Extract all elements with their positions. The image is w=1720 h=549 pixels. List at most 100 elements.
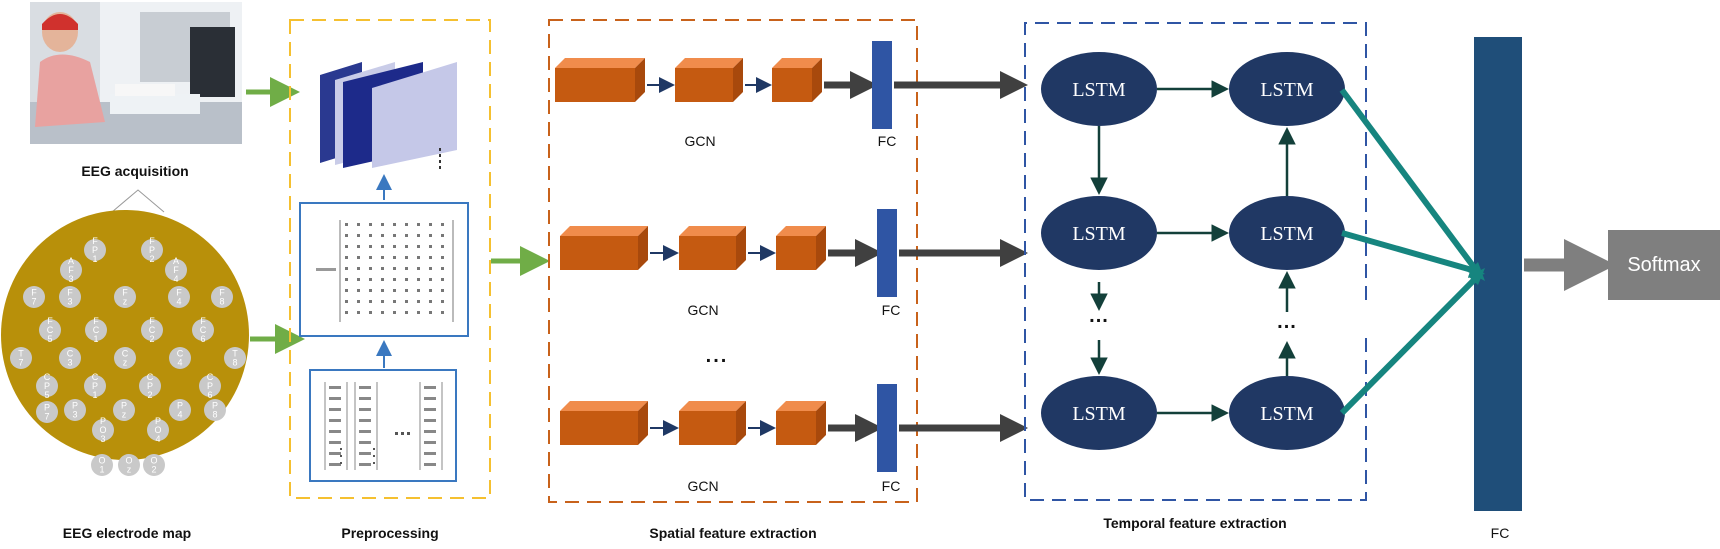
electrode: FP1 xyxy=(84,236,106,264)
gcn-label-2: GCN xyxy=(687,302,719,318)
svg-text:T: T xyxy=(232,349,238,359)
electrode-map: FP1FP2AF3AF4F7F3FzF4F8FC5FC1FC2FC6T7C3Cz… xyxy=(1,189,249,476)
gcn-block xyxy=(560,226,648,270)
svg-text:8: 8 xyxy=(219,297,224,307)
lstm-node: LSTM xyxy=(1229,196,1345,270)
gcn-block xyxy=(776,226,826,270)
svg-text:F: F xyxy=(67,288,73,298)
electrode: Fz xyxy=(114,286,136,308)
segment-glyphs xyxy=(324,382,443,470)
electrode: Oz xyxy=(118,454,140,476)
svg-text:1: 1 xyxy=(93,334,98,344)
svg-text:LSTM: LSTM xyxy=(1072,403,1126,425)
gcn-label-3: GCN xyxy=(687,478,719,494)
svg-text:C: C xyxy=(92,372,99,382)
svg-text:P: P xyxy=(155,416,161,426)
svg-text:7: 7 xyxy=(44,412,49,422)
feature-map-stack xyxy=(320,62,457,172)
svg-text:O: O xyxy=(150,456,157,466)
lstm-ellipsis: ... xyxy=(1277,311,1297,333)
svg-text:P: P xyxy=(100,416,106,426)
svg-text:F: F xyxy=(149,236,155,246)
electrode: Pz xyxy=(113,399,135,421)
gcn-block xyxy=(772,58,822,102)
electrode: C4 xyxy=(169,347,191,369)
svg-text:7: 7 xyxy=(31,297,36,307)
electrode: F7 xyxy=(23,286,45,308)
svg-text:4: 4 xyxy=(155,434,160,444)
svg-text:8: 8 xyxy=(232,358,237,368)
lstm-node: LSTM xyxy=(1229,52,1345,126)
electrode: F4 xyxy=(168,286,190,308)
gcn-label-1: GCN xyxy=(684,133,716,149)
svg-text:C: C xyxy=(67,349,74,359)
svg-text:z: z xyxy=(123,358,128,368)
svg-text:3: 3 xyxy=(72,410,77,420)
svg-text:C: C xyxy=(93,325,100,335)
electrode: P7 xyxy=(36,401,58,423)
svg-text:P: P xyxy=(207,381,213,391)
eeg-acquisition-photo xyxy=(30,2,242,144)
eeg-electrode-map-label: EEG electrode map xyxy=(62,525,192,541)
svg-text:O: O xyxy=(99,425,106,435)
svg-text:z: z xyxy=(122,410,127,420)
svg-text:P: P xyxy=(92,381,98,391)
gcn-row-3 xyxy=(560,384,1028,472)
lstm-node: LSTM xyxy=(1229,376,1345,450)
svg-text:2: 2 xyxy=(149,254,154,264)
eeg-acquisition-label: EEG acquisition xyxy=(81,163,189,179)
svg-text:C: C xyxy=(44,372,51,382)
svg-text:4: 4 xyxy=(177,358,182,368)
gcn-block xyxy=(560,401,648,445)
electrode: O1 xyxy=(91,454,113,476)
electrode: PO3 xyxy=(92,416,114,444)
svg-text:P: P xyxy=(121,401,127,411)
teal-arrow-2 xyxy=(1341,230,1473,273)
svg-text:F: F xyxy=(31,288,37,298)
svg-text:1: 1 xyxy=(92,254,97,264)
svg-text:z: z xyxy=(123,297,128,307)
svg-text:2: 2 xyxy=(149,334,154,344)
svg-text:5: 5 xyxy=(47,334,52,344)
svg-text:F: F xyxy=(176,288,182,298)
gcn-block xyxy=(555,58,645,102)
electrode: FC6 xyxy=(192,316,214,344)
softmax-box: Softmax xyxy=(1608,230,1720,300)
svg-text:2: 2 xyxy=(147,390,152,400)
gcn-block xyxy=(679,401,746,445)
electrode: T7 xyxy=(10,347,32,369)
matrix-glyphs xyxy=(316,220,454,322)
electrode: T8 xyxy=(224,347,246,369)
svg-text:LSTM: LSTM xyxy=(1072,223,1126,245)
svg-text:2: 2 xyxy=(151,465,156,475)
svg-text:3: 3 xyxy=(67,297,72,307)
electrode: F8 xyxy=(211,286,233,308)
svg-text:1: 1 xyxy=(99,465,104,475)
svg-text:F: F xyxy=(200,316,206,326)
svg-text:P: P xyxy=(44,381,50,391)
preprocessing-label: Preprocessing xyxy=(341,525,439,541)
svg-text:3: 3 xyxy=(68,274,73,284)
svg-text:7: 7 xyxy=(18,358,23,368)
svg-text:O: O xyxy=(98,456,105,466)
svg-text:4: 4 xyxy=(173,274,178,284)
lstm-node: LSTM xyxy=(1041,196,1157,270)
svg-text:P: P xyxy=(44,403,50,413)
svg-text:F: F xyxy=(149,316,155,326)
svg-text:LSTM: LSTM xyxy=(1260,403,1314,425)
lstm-ellipsis: ... xyxy=(1089,305,1109,327)
svg-text:F: F xyxy=(219,288,225,298)
svg-text:C: C xyxy=(122,349,129,359)
svg-text:F: F xyxy=(122,288,128,298)
svg-text:C: C xyxy=(200,325,207,335)
electrode: AF3 xyxy=(60,256,82,284)
svg-text:C: C xyxy=(149,325,156,335)
svg-text:LSTM: LSTM xyxy=(1260,79,1314,101)
svg-text:F: F xyxy=(68,265,74,275)
fc-bar xyxy=(877,384,897,472)
svg-text:A: A xyxy=(68,256,74,266)
svg-text:4: 4 xyxy=(177,410,182,420)
lstm-node: LSTM xyxy=(1041,376,1157,450)
electrode: CP1 xyxy=(84,372,106,400)
gcn-block xyxy=(776,401,826,445)
